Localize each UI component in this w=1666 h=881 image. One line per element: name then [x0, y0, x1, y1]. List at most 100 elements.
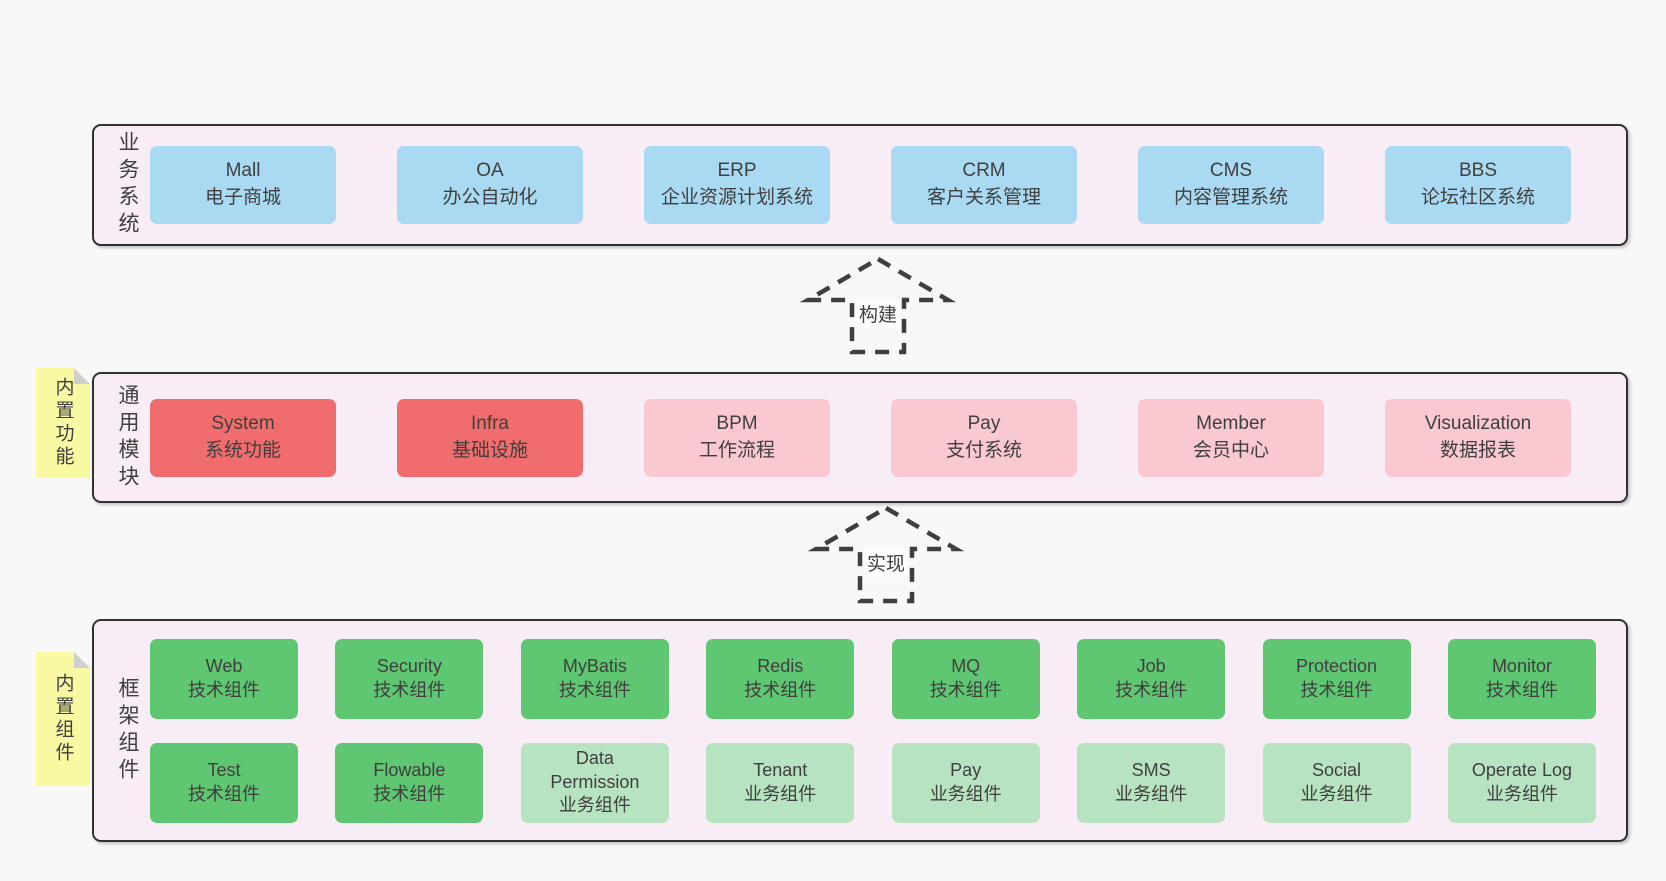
box-mall: Mall 电子商城	[150, 146, 336, 224]
note-fold-icon	[74, 368, 90, 384]
box-subtitle: 工作流程	[698, 439, 775, 461]
box-title: Visualization	[1424, 412, 1532, 434]
box-subtitle: 电子商城	[204, 187, 281, 208]
box-subtitle: 技术组件	[373, 679, 446, 700]
box-title: Web	[205, 655, 243, 676]
box-title: Security	[376, 655, 442, 676]
box-title: Monitor	[1491, 655, 1552, 676]
box-subtitle: 内容管理系统	[1173, 187, 1288, 208]
box-subtitle: 业务组件	[929, 783, 1002, 804]
box-subtitle: 会员中心	[1192, 439, 1269, 461]
box-title: Social	[1312, 759, 1362, 780]
box-title: Data Permission	[550, 747, 640, 792]
box-subtitle: 基础设施	[451, 439, 528, 461]
layer-label: 通用模块	[116, 383, 139, 492]
sticky-note-builtin-components: 内置组件	[36, 652, 90, 786]
box-redis: Redis 技术组件	[706, 638, 855, 719]
box-subtitle: 业务组件	[1485, 783, 1558, 804]
box-title: Operate Log	[1471, 759, 1572, 780]
box-subtitle: 技术组件	[1115, 679, 1188, 700]
box-pay: Pay 业务组件	[891, 742, 1040, 823]
box-bpm: BPM 工作流程	[644, 398, 830, 477]
box-title: CMS	[1209, 160, 1253, 182]
box-title: Mall	[225, 160, 261, 182]
box-protection: Protection 技术组件	[1262, 638, 1411, 719]
box-subtitle: 业务组件	[744, 783, 817, 804]
box-subtitle: 系统功能	[204, 439, 281, 461]
box-tenant: Tenant 业务组件	[706, 742, 855, 823]
box-system: System 系统功能	[150, 398, 336, 477]
box-title: Pay	[967, 412, 1001, 434]
box-title: ERP	[717, 160, 757, 182]
box-title: Protection	[1296, 655, 1378, 676]
box-subtitle: 技术组件	[744, 679, 817, 700]
box-title: BBS	[1458, 160, 1498, 182]
box-title: CRM	[962, 160, 1006, 182]
business-systems-boxes: Mall 电子商城 OA 办公自动化 ERP 企业资源计划系统 CRM 客户关系管理 CMS 内容…	[142, 146, 1626, 224]
box-subtitle: 业务组件	[1115, 783, 1188, 804]
box-subtitle: 数据报表	[1439, 439, 1516, 461]
box-erp: ERP 企业资源计划系统	[644, 146, 830, 224]
box-flowable: Flowable 技术组件	[335, 742, 484, 823]
box-title: Tenant	[753, 759, 808, 780]
box-mybatis: MyBatis 技术组件	[520, 638, 669, 719]
box-subtitle: 支付系统	[945, 439, 1022, 461]
box-job: Job 技术组件	[1077, 638, 1226, 719]
box-operate-log: Operate Log 业务组件	[1447, 742, 1596, 823]
box-social: Social 业务组件	[1262, 742, 1411, 823]
box-oa: OA 办公自动化	[397, 146, 583, 224]
box-title: MQ	[951, 655, 981, 676]
layer-label: 框架组件	[116, 676, 139, 785]
box-title: Job	[1136, 655, 1166, 676]
box-sms: SMS 业务组件	[1077, 742, 1226, 823]
note-label: 内置功能	[52, 377, 74, 469]
arrow-implement-label: 实现	[863, 548, 909, 577]
box-title: Test	[207, 759, 241, 780]
box-subtitle: 论坛社区系统	[1420, 187, 1535, 208]
box-subtitle: 业务组件	[1300, 783, 1373, 804]
note-fold-icon	[74, 652, 90, 668]
box-subtitle: 技术组件	[1485, 679, 1558, 700]
box-title: BPM	[716, 412, 758, 434]
arrow-up-icon	[799, 256, 957, 355]
box-cms: CMS 内容管理系统	[1138, 146, 1324, 224]
box-subtitle: 技术组件	[373, 783, 446, 804]
layer-label: 业务系统	[116, 131, 139, 239]
box-crm: CRM 客户关系管理	[891, 146, 1077, 224]
box-security: Security 技术组件	[335, 638, 484, 719]
box-subtitle: 技术组件	[188, 783, 260, 804]
box-title: MyBatis	[562, 655, 627, 676]
box-subtitle: 客户关系管理	[926, 187, 1041, 208]
arrow-up-icon	[807, 505, 965, 604]
box-title: SMS	[1131, 759, 1171, 780]
box-monitor: Monitor 技术组件	[1447, 638, 1596, 719]
layer-business-systems: 业务系统 Mall 电子商城 OA 办公自动化 ERP 企业资源计划系统 CRM 客户关系管理…	[92, 124, 1628, 246]
box-bbs: BBS 论坛社区系统	[1385, 146, 1571, 224]
box-web: Web 技术组件	[150, 638, 298, 719]
note-label: 内置组件	[52, 673, 74, 765]
box-title: Flowable	[373, 759, 446, 780]
box-title: Redis	[757, 655, 804, 676]
box-visualization: Visualization 数据报表	[1385, 398, 1571, 477]
box-subtitle: 技术组件	[188, 679, 260, 700]
box-subtitle: 技术组件	[558, 679, 631, 700]
box-subtitle: 业务组件	[558, 795, 631, 816]
box-title: OA	[476, 160, 504, 182]
box-title: System	[211, 412, 275, 434]
box-title: Pay	[950, 759, 982, 780]
box-subtitle: 技术组件	[929, 679, 1002, 700]
arrow-build-label: 构建	[855, 299, 901, 328]
arrow-build: 构建	[798, 255, 958, 355]
sticky-note-builtin-features: 内置功能	[36, 368, 90, 478]
box-subtitle: 技术组件	[1300, 679, 1373, 700]
box-mq: MQ 技术组件	[891, 638, 1040, 719]
box-subtitle: 企业资源计划系统	[660, 187, 813, 208]
box-pay: Pay 支付系统	[891, 398, 1077, 477]
arrow-implement: 实现	[806, 504, 966, 604]
box-subtitle: 办公自动化	[442, 187, 538, 208]
